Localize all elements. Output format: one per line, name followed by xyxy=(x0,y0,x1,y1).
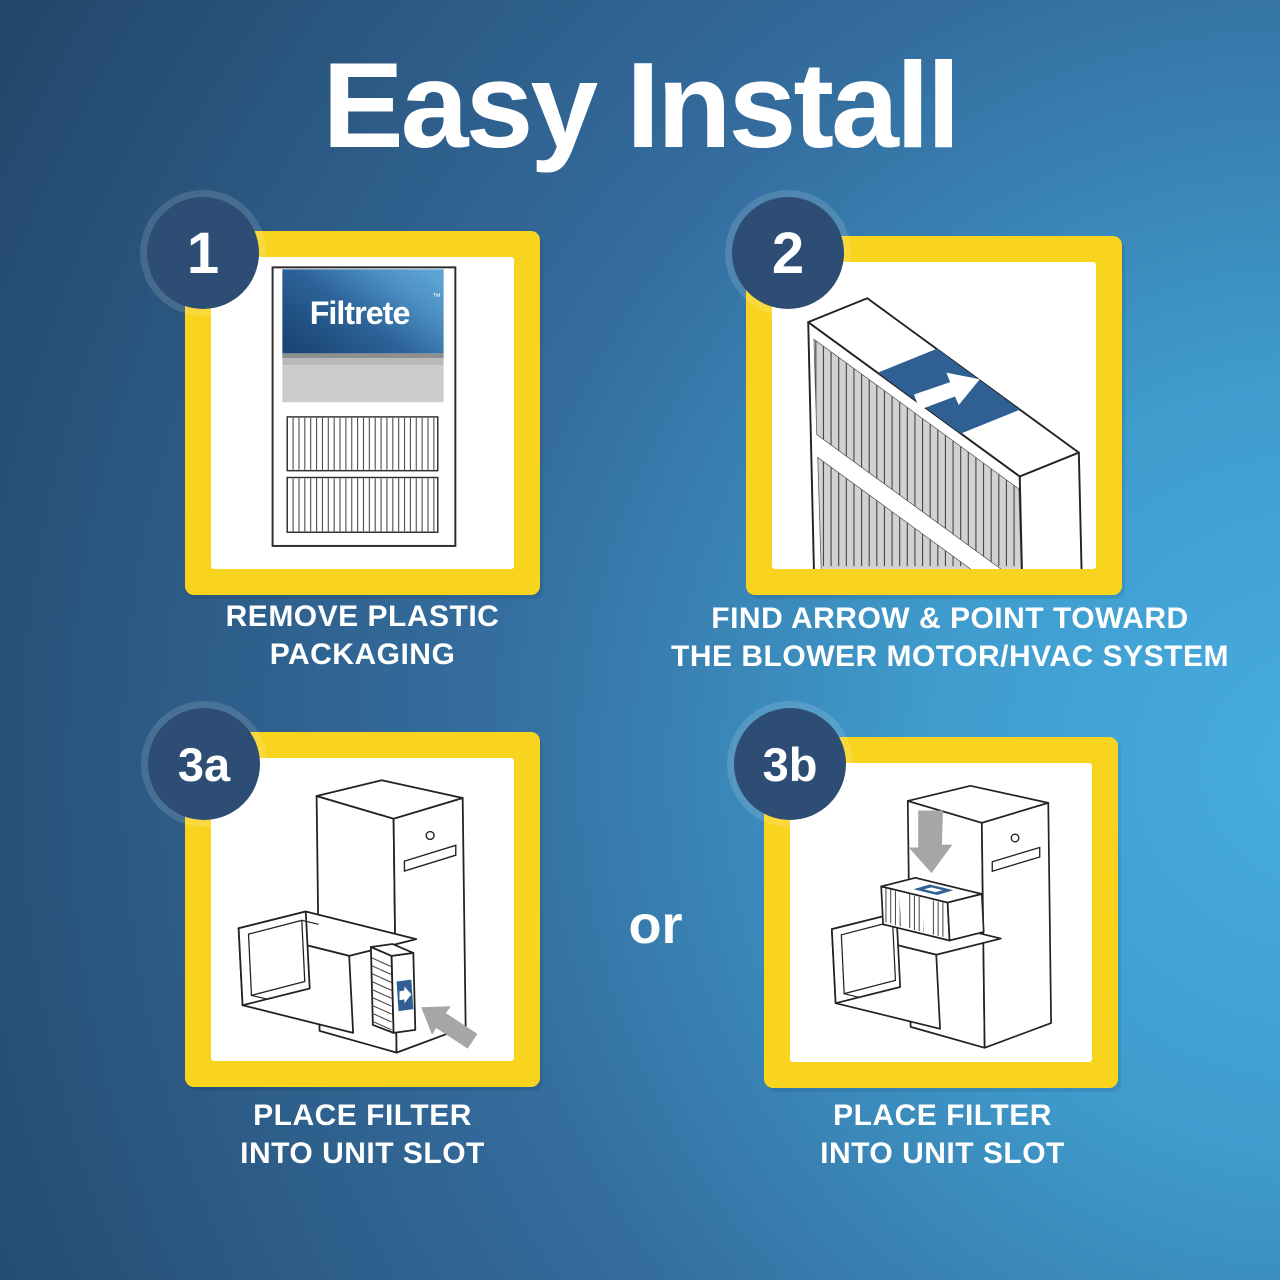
pleats-window-top xyxy=(286,416,439,472)
hvac-top-insert-drawing xyxy=(830,784,1052,1049)
step-2-illustration xyxy=(772,262,1096,569)
step-1-panel: Filtrete ™ xyxy=(185,231,540,595)
hvac-side-insert-drawing xyxy=(237,779,478,1054)
filter-package-drawing: Filtrete ™ xyxy=(271,266,457,547)
furnace-knob xyxy=(1010,833,1020,843)
insert-direction-arrow xyxy=(421,1006,478,1049)
airflow-label-mark xyxy=(923,887,943,893)
air-filter xyxy=(370,943,417,1034)
furnace-slot xyxy=(991,846,1041,873)
filter-strut xyxy=(922,895,932,934)
duct xyxy=(830,912,1002,1030)
insert-direction-arrow xyxy=(908,810,953,874)
step-3a-caption-line-2: INTO UNIT SLOT xyxy=(240,1137,485,1170)
filter-pleats-lower xyxy=(817,456,1027,569)
step-3b-caption-line-1: PLACE FILTER xyxy=(833,1099,1052,1132)
pleats-window-bottom xyxy=(286,476,439,533)
step-2-panel xyxy=(746,236,1122,595)
filter-strut xyxy=(899,891,909,930)
furnace-slot xyxy=(403,844,457,872)
isometric-filter-drawing xyxy=(807,297,1083,569)
airflow-arrow-icon xyxy=(913,372,980,410)
page-title: Easy Install xyxy=(322,37,960,173)
furnace-knob xyxy=(425,830,435,841)
step-3a-caption: PLACE FILTER INTO UNIT SLOT xyxy=(185,1097,540,1173)
step-1-illustration: Filtrete ™ xyxy=(211,257,514,569)
step-3a-illustration xyxy=(211,758,514,1061)
trademark-mark: ™ xyxy=(432,292,441,302)
step-1-badge: 1 xyxy=(147,197,259,309)
filter-pleat-lines xyxy=(371,957,392,1031)
step-2-caption-line-1: FIND ARROW & POINT TOWARD xyxy=(711,602,1189,635)
step-2-caption: FIND ARROW & POINT TOWARD THE BLOWER MOT… xyxy=(635,600,1265,676)
step-3b-badge: 3b xyxy=(734,708,846,820)
package-gray-strip-mid xyxy=(282,358,444,366)
step-3b-caption-line-2: INTO UNIT SLOT xyxy=(820,1137,1065,1170)
package-header-band xyxy=(282,269,444,354)
or-connector: or xyxy=(628,895,683,955)
step-3a-caption-line-1: PLACE FILTER xyxy=(253,1099,472,1132)
filter-end-face xyxy=(1018,451,1083,569)
step-3b-caption: PLACE FILTER INTO UNIT SLOT xyxy=(745,1097,1140,1173)
step-2-badge: 2 xyxy=(732,197,844,309)
package-gray-strip-dark xyxy=(282,353,444,359)
package-gray-strip-light xyxy=(282,365,444,403)
step-1-caption: REMOVE PLASTIC PACKAGING xyxy=(185,598,540,674)
airflow-arrow-icon xyxy=(399,986,412,1004)
step-3a-panel xyxy=(185,732,540,1087)
step-3b-illustration xyxy=(790,763,1092,1062)
duct xyxy=(237,910,418,1034)
step-1-caption-line-2: PACKAGING xyxy=(269,638,456,671)
air-filter xyxy=(880,876,985,942)
step-1-caption-line-1: REMOVE PLASTIC xyxy=(225,600,500,633)
filtrete-logo: Filtrete xyxy=(310,295,410,331)
step-3b-panel xyxy=(764,737,1118,1088)
step-3a-badge: 3a xyxy=(148,708,260,820)
step-2-caption-line-2: THE BLOWER MOTOR/HVAC SYSTEM xyxy=(671,640,1229,673)
